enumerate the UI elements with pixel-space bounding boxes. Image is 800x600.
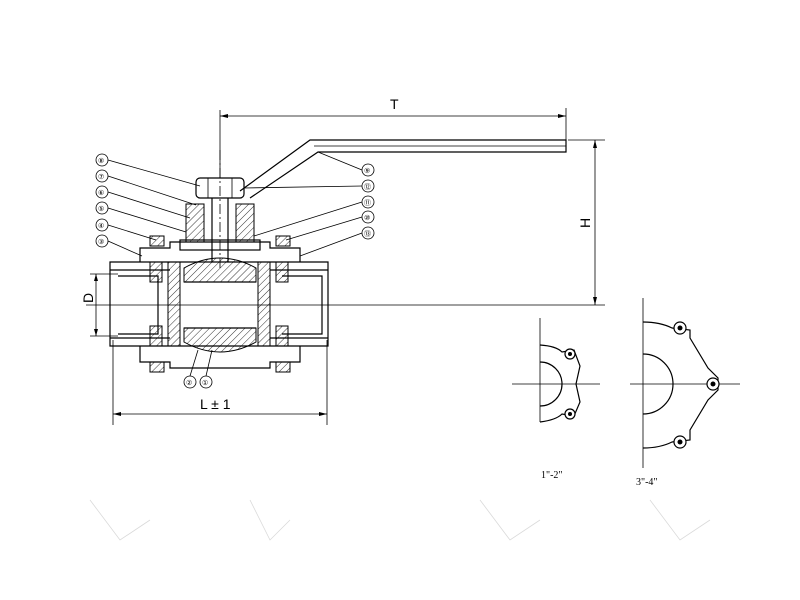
callout-8: ⑧ [95, 153, 201, 187]
callout-2: ② [183, 349, 199, 389]
body-top [139, 235, 301, 262]
valve-body [109, 257, 329, 373]
dimension-d: D [80, 273, 118, 337]
detail-large-label: 3"-4" [636, 477, 658, 488]
svg-text:①: ① [202, 379, 208, 387]
callout-5: ⑤ [95, 201, 187, 233]
svg-text:③: ③ [98, 238, 104, 246]
svg-text:⑬: ⑬ [364, 230, 371, 238]
callout-1: ① [199, 349, 213, 389]
detail-small-flange: 1"-2" [512, 318, 600, 481]
svg-text:⑧: ⑧ [98, 157, 104, 165]
svg-text:⑤: ⑤ [98, 205, 104, 213]
watermark-marks [89, 499, 711, 541]
callouts-bottom: ② ① [183, 349, 213, 389]
svg-text:⑩: ⑩ [364, 214, 370, 222]
dimension-h-label: H [577, 218, 593, 228]
svg-text:②: ② [186, 379, 192, 387]
svg-text:⑥: ⑥ [98, 189, 104, 197]
callout-7: ⑦ [95, 169, 197, 206]
callout-12: ⑫ [243, 179, 375, 193]
dimension-l: L ± 1 [112, 340, 328, 425]
callouts-left: ⑧ ⑦ ⑥ ⑤ ④ ③ [95, 153, 201, 257]
callout-4: ④ [95, 218, 157, 241]
callout-6: ⑥ [95, 185, 191, 219]
callout-9: ⑨ [317, 151, 375, 177]
svg-text:④: ④ [98, 222, 104, 230]
dimension-l-label: L ± 1 [200, 396, 231, 412]
svg-text:⑦: ⑦ [98, 173, 104, 181]
handle-lever [239, 139, 567, 199]
dimension-t: T [219, 96, 567, 178]
callout-11: ⑪ [253, 195, 375, 237]
dimension-t-label: T [390, 96, 399, 112]
dimension-h: H [568, 139, 605, 305]
callout-10: ⑩ [285, 210, 375, 241]
detail-large-flange: 3"-4" [630, 298, 740, 488]
callout-13: ⑬ [299, 226, 375, 257]
svg-text:⑨: ⑨ [364, 167, 370, 175]
detail-small-label: 1"-2" [541, 470, 563, 481]
callout-3: ③ [95, 234, 143, 257]
svg-text:⑪: ⑪ [364, 199, 371, 207]
callouts-right: ⑨ ⑫ ⑪ ⑩ ⑬ [243, 151, 375, 257]
dimension-d-label: D [80, 293, 96, 303]
svg-text:⑫: ⑫ [364, 183, 371, 191]
stem-assembly [179, 150, 261, 270]
